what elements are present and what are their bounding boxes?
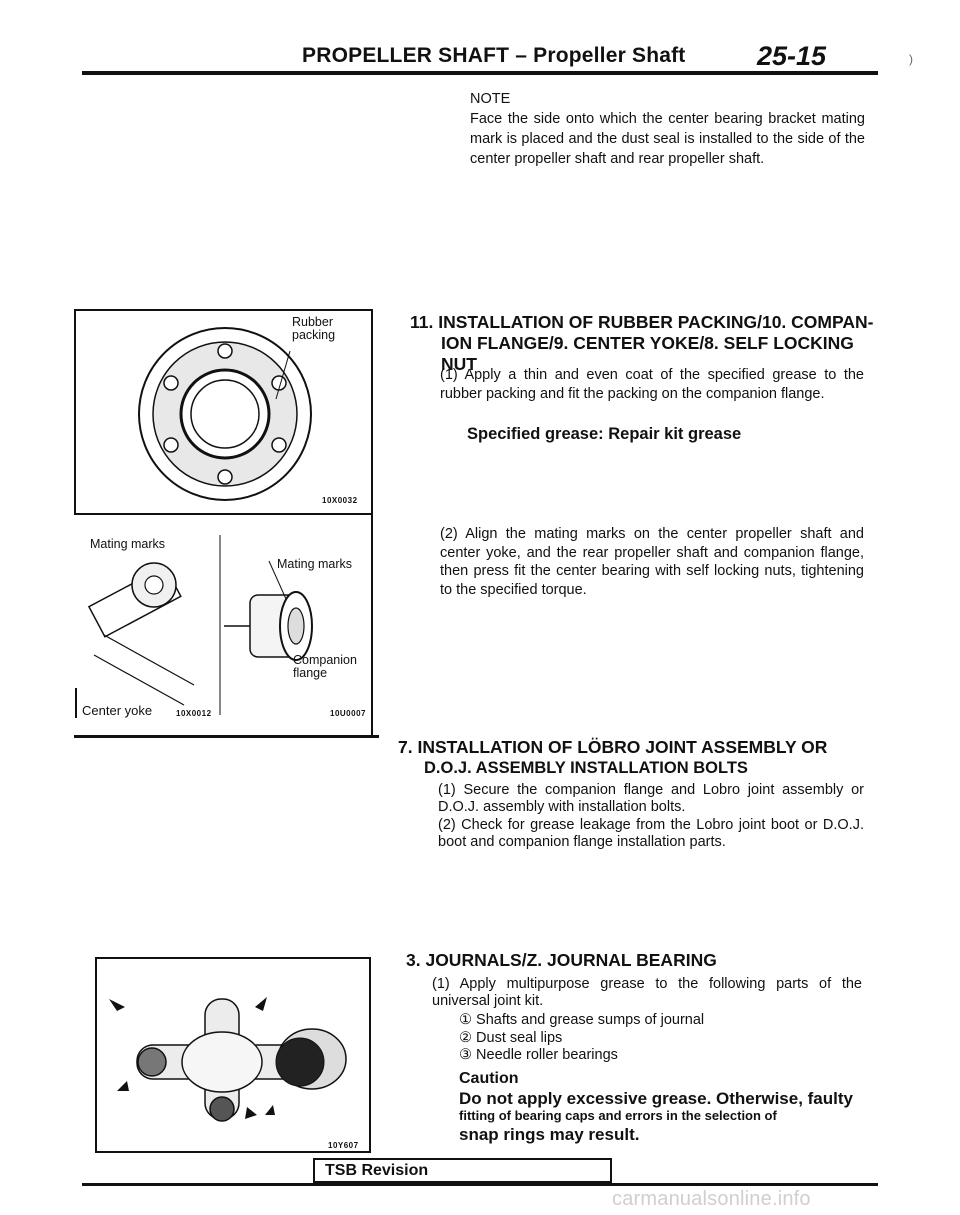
rubber-packing-illustration — [138, 327, 312, 501]
figure1-code: 10X0032 — [322, 496, 358, 505]
section-3-item1: ① Shafts and grease sumps of journal — [459, 1012, 705, 1028]
page-header-title: PROPELLER SHAFT – Propeller Shaft — [302, 44, 686, 67]
watermark: carmanualsonline.info — [612, 1188, 811, 1210]
figure3-code: 10Y607 — [328, 1141, 359, 1150]
figure2-code-left: 10X0012 — [176, 709, 212, 718]
figure2-code-right: 10U0007 — [330, 709, 366, 718]
note-label: NOTE — [470, 91, 511, 107]
label-mating-marks-right: Mating marks — [277, 557, 353, 571]
note-text: Face the side onto which the center bear… — [470, 111, 865, 167]
label-packing: packing — [292, 328, 336, 342]
label-rubber: Rubber — [292, 315, 333, 329]
figure-journal — [95, 957, 371, 1153]
section-11-heading: 11. INSTALLATION OF RUBBER PACKING/10. C… — [410, 312, 874, 375]
section-11-step2: (2) Align the mating marks on the center… — [440, 526, 864, 598]
caution-line3: snap rings may result. — [459, 1125, 640, 1144]
label-companion: Companion — [293, 653, 357, 667]
mating-marks-illustration — [87, 535, 313, 715]
section-11-heading-line2: ION FLANGE/9. CENTER YOKE/8. SELF LOCKIN… — [441, 333, 854, 353]
section-11-heading-line1: 11. INSTALLATION OF RUBBER PACKING/10. C… — [410, 312, 874, 332]
footer-rule — [82, 1183, 878, 1186]
label-center-yoke: Center yoke — [82, 703, 153, 718]
caution-line1: Do not apply excessive grease. Otherwise… — [459, 1089, 853, 1108]
figure-rubber-packing — [74, 309, 373, 515]
label-mating-marks-left: Mating marks — [90, 537, 166, 551]
caution-label: Caution — [459, 1070, 519, 1087]
journal-illustration — [109, 997, 347, 1122]
section-7-heading-line1: 7. INSTALLATION OF LÖBRO JOINT ASSEMBLY … — [398, 737, 828, 757]
tsb-revision-box: TSB Revision — [313, 1158, 612, 1183]
margin-mark: ) — [909, 52, 913, 66]
section-7-heading-line2: D.O.J. ASSEMBLY INSTALLATION BOLTS — [424, 759, 748, 777]
figure2-left-edge — [75, 688, 77, 718]
caution-line2: fitting of bearing caps and errors in th… — [459, 1108, 777, 1123]
section-3-step1: (1) Apply multipurpose grease to the fol… — [432, 976, 862, 1009]
header-rule — [82, 71, 878, 75]
section-7-step1: (1) Secure the companion flange and Lobr… — [438, 782, 864, 815]
section-3-item2: ② Dust seal lips — [459, 1030, 563, 1046]
section-3-item3: ③ Needle roller bearings — [459, 1047, 618, 1063]
figure-mating-marks — [74, 513, 373, 737]
section-7-heading: 7. INSTALLATION OF LÖBRO JOINT ASSEMBLY … — [398, 737, 868, 779]
label-flange: flange — [293, 666, 328, 680]
section-11-step1: (1) Apply a thin and even coat of the sp… — [440, 367, 864, 402]
section-11-heading-line3: NUT — [441, 354, 477, 374]
specified-grease: Specified grease: Repair kit grease — [467, 425, 742, 443]
figure2-bottom-rule — [74, 735, 379, 738]
section-7-step2: (2) Check for grease leakage from the Lo… — [438, 817, 864, 850]
page-number: 25-15 — [757, 41, 827, 71]
section-3-heading: 3. JOURNALS/Z. JOURNAL BEARING — [406, 950, 717, 970]
